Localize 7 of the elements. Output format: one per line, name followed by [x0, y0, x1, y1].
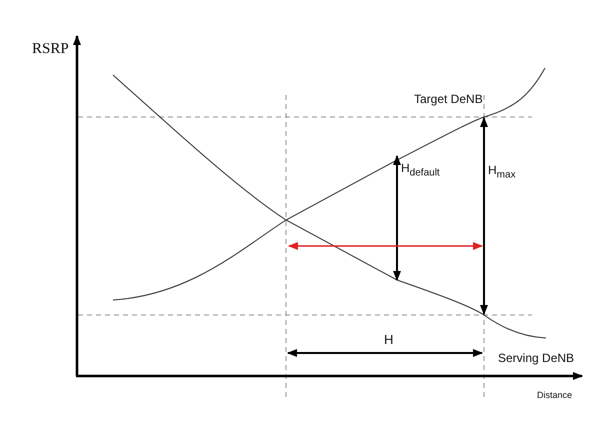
dimension-label: H$_{default}$: [401, 162, 440, 178]
curve-label: Target DeNB: [414, 93, 483, 105]
dimension-label: H: [384, 333, 394, 346]
dimension-label: H$_{max}$: [488, 164, 516, 180]
axis-label: Distance: [537, 391, 572, 400]
curve-label: Serving DeNB: [498, 352, 574, 364]
axis-label: RSRP: [32, 42, 69, 57]
